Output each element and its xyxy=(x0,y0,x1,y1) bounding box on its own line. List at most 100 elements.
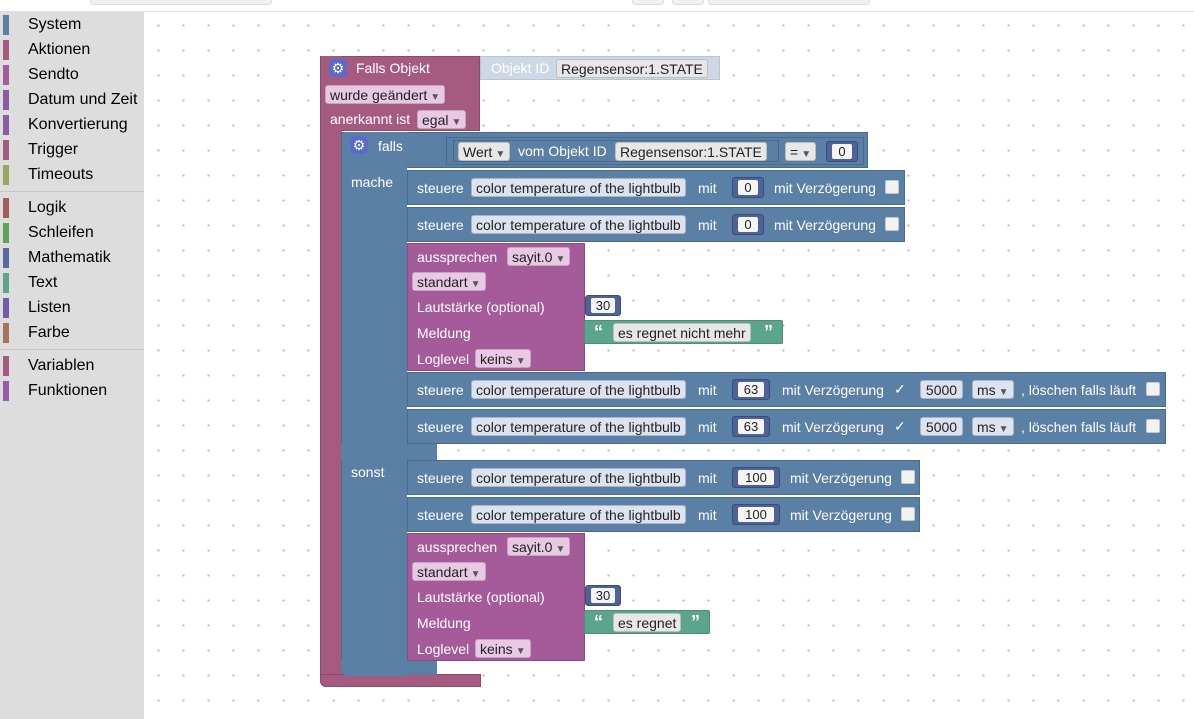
operator-dropdown[interactable]: =▼ xyxy=(785,142,817,161)
category-text[interactable]: Text xyxy=(0,271,144,296)
top-button[interactable] xyxy=(632,0,664,5)
category-funktionen[interactable]: Funktionen xyxy=(0,379,144,404)
language-dropdown[interactable]: standart▼ xyxy=(412,562,486,581)
category-label: Mathematik xyxy=(28,249,111,266)
delay-value-field[interactable]: 5000 xyxy=(920,417,963,436)
delay-label: mit Verzögerung xyxy=(790,470,892,486)
sayit-instance-dropdown[interactable]: sayit.0▼ xyxy=(507,537,571,556)
chevron-down-icon: ▼ xyxy=(430,92,441,103)
chevron-down-icon: ▼ xyxy=(515,356,526,367)
quote-open-icon: “ xyxy=(594,322,603,342)
blockly-workspace[interactable] xyxy=(144,12,1194,719)
unit-dropdown[interactable]: ms▼ xyxy=(972,417,1014,436)
category-konvertierung[interactable]: Konvertierung xyxy=(0,113,144,138)
if-block-spine[interactable] xyxy=(341,132,407,676)
category-logik[interactable]: Logik xyxy=(0,196,144,221)
target-field[interactable]: color temperature of the lightbulb xyxy=(471,380,686,399)
checkmark-icon[interactable]: ✓ xyxy=(894,381,906,397)
category-label: Schleifen xyxy=(28,224,94,241)
message-text-field[interactable]: es regnet nicht mehr xyxy=(613,323,751,342)
category-label: Konvertierung xyxy=(28,116,128,133)
steuere-label: steuere xyxy=(417,180,464,196)
if-block-mid[interactable] xyxy=(341,444,437,460)
top-button[interactable] xyxy=(672,0,704,5)
language-dropdown[interactable]: standart▼ xyxy=(412,272,486,291)
category-mathematik[interactable]: Mathematik xyxy=(0,246,144,271)
value-number-field[interactable]: 0 xyxy=(738,217,758,232)
loglevel-dropdown[interactable]: keins▼ xyxy=(475,639,531,658)
quote-close-icon: ” xyxy=(691,612,700,632)
text-block[interactable]: “ es regnet ” xyxy=(584,610,710,634)
text-block[interactable]: “ es regnet nicht mehr ” xyxy=(584,320,783,344)
delay-checkbox[interactable] xyxy=(901,507,915,521)
delay-checkbox[interactable] xyxy=(885,217,899,231)
target-field[interactable]: color temperature of the lightbulb xyxy=(471,215,686,234)
top-field[interactable] xyxy=(708,0,870,5)
target-field[interactable]: color temperature of the lightbulb xyxy=(471,505,686,524)
value-number-block[interactable]: 63 xyxy=(732,379,770,400)
volume-number-field[interactable]: 30 xyxy=(591,298,615,313)
top-tab[interactable] xyxy=(90,0,272,5)
volume-number-field[interactable]: 30 xyxy=(591,588,615,603)
value-number-block[interactable]: 63 xyxy=(732,416,770,437)
category-listen[interactable]: Listen xyxy=(0,296,144,321)
volume-number-block[interactable]: 30 xyxy=(585,585,621,606)
volume-number-block[interactable]: 30 xyxy=(585,295,621,316)
mache-label: mache xyxy=(351,174,394,190)
changed-dropdown[interactable]: wurde geändert▼ xyxy=(325,85,446,104)
category-trigger[interactable]: Trigger xyxy=(0,138,144,163)
mit-label: mit xyxy=(698,382,717,398)
wert-dropdown[interactable]: Wert▼ xyxy=(458,142,511,161)
category-system[interactable]: System xyxy=(0,13,144,38)
gear-icon[interactable]: ⚙ xyxy=(329,59,347,77)
value-number-block[interactable]: 0 xyxy=(732,214,764,235)
unit-dropdown[interactable]: ms▼ xyxy=(972,380,1014,399)
aussprechen-label: aussprechen xyxy=(417,249,498,265)
sayit-instance-dropdown[interactable]: sayit.0▼ xyxy=(507,247,571,266)
category-sendto[interactable]: Sendto xyxy=(0,63,144,88)
target-field[interactable]: color temperature of the lightbulb xyxy=(471,417,686,436)
clear-running-checkbox[interactable] xyxy=(1146,419,1160,433)
compare-objekt-field[interactable]: Regensensor:1.STATE xyxy=(615,142,767,161)
compare-number-block[interactable]: 0 xyxy=(826,141,858,162)
category-farbe[interactable]: Farbe xyxy=(0,321,144,346)
target-field[interactable]: color temperature of the lightbulb xyxy=(471,468,686,487)
gear-icon[interactable]: ⚙ xyxy=(350,136,368,154)
control-block[interactable] xyxy=(407,207,905,242)
value-number-field[interactable]: 63 xyxy=(738,382,764,397)
value-number-block[interactable]: 100 xyxy=(732,504,780,525)
target-field[interactable]: color temperature of the lightbulb xyxy=(471,178,686,197)
meldung-label: Meldung xyxy=(417,325,471,341)
message-text-field[interactable]: es regnet xyxy=(613,613,682,632)
clear-running-label: , löschen falls läuft xyxy=(1021,419,1137,435)
mit-label: mit xyxy=(698,470,717,486)
objekt-id-field[interactable]: Regensensor:1.STATE xyxy=(556,59,708,78)
ack-dropdown[interactable]: egal▼ xyxy=(417,110,467,129)
category-variablen[interactable]: Variablen xyxy=(0,354,144,379)
value-number-block[interactable]: 0 xyxy=(732,177,764,198)
sayit-instance-label: sayit.0 xyxy=(512,249,553,265)
value-number-block[interactable]: 100 xyxy=(732,467,780,488)
category-swatch xyxy=(3,298,9,318)
category-label: Trigger xyxy=(28,141,79,158)
category-label: Aktionen xyxy=(28,41,91,58)
compare-number-field[interactable]: 0 xyxy=(832,144,852,159)
category-datum-und-zeit[interactable]: Datum und Zeit xyxy=(0,88,144,113)
value-number-field[interactable]: 100 xyxy=(738,507,774,522)
trigger-block-spine[interactable] xyxy=(320,56,342,686)
checkmark-icon[interactable]: ✓ xyxy=(894,418,906,434)
delay-value-field[interactable]: 5000 xyxy=(920,380,963,399)
delay-checkbox[interactable] xyxy=(885,180,899,194)
value-number-field[interactable]: 0 xyxy=(738,180,758,195)
language-label: standart xyxy=(417,564,468,580)
value-number-field[interactable]: 100 xyxy=(738,470,774,485)
clear-running-checkbox[interactable] xyxy=(1146,382,1160,396)
loglevel-dropdown[interactable]: keins▼ xyxy=(475,349,531,368)
category-timeouts[interactable]: Timeouts xyxy=(0,163,144,188)
chevron-down-icon: ▼ xyxy=(515,646,526,657)
category-schleifen[interactable]: Schleifen xyxy=(0,221,144,246)
category-aktionen[interactable]: Aktionen xyxy=(0,38,144,63)
value-number-field[interactable]: 63 xyxy=(738,419,764,434)
delay-checkbox[interactable] xyxy=(901,470,915,484)
if-block-foot[interactable] xyxy=(341,660,437,675)
